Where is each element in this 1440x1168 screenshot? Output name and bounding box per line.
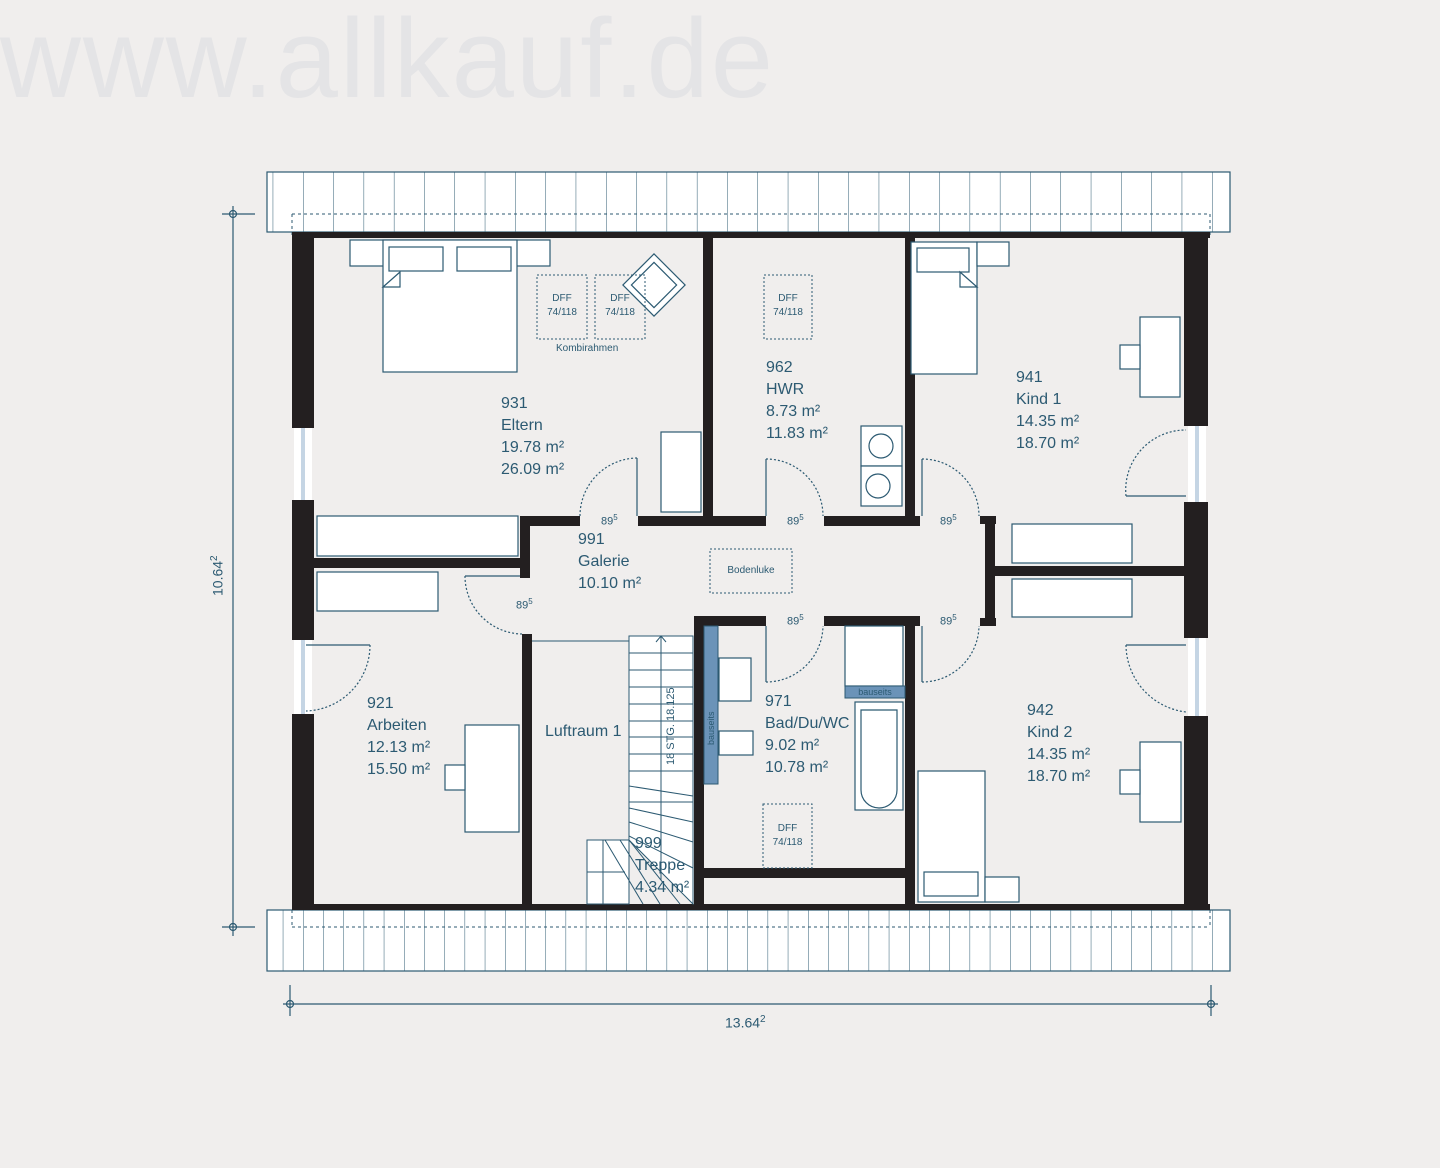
- bauseits-blocks: [703, 625, 906, 785]
- room-id: 991: [578, 531, 605, 548]
- room-arbeiten: 921 Arbeiten 12.13 m² 15.50 m²: [367, 693, 430, 781]
- room-area-net: 12.13 m²: [367, 739, 431, 756]
- room-id: 962: [766, 359, 793, 376]
- room-id: 971: [765, 693, 792, 710]
- skylight-label: DFF 74/118: [537, 292, 587, 320]
- roof-top: [266, 171, 1231, 236]
- room-area-gross: 10.78 m²: [765, 759, 829, 776]
- room-area-gross: 15.50 m²: [367, 761, 431, 778]
- skylight-size: 74/118: [773, 307, 803, 318]
- room-area-net: 9.02 m²: [765, 737, 820, 754]
- room-luftraum: Luftraum 1: [545, 721, 621, 743]
- bauseits-vertical-label: bauseits: [706, 711, 716, 745]
- room-name: Eltern: [501, 417, 543, 434]
- room-eltern: 931 Eltern 19.78 m² 26.09 m²: [501, 393, 564, 481]
- door-width-bad: 895: [787, 613, 804, 628]
- door-width-kind2: 895: [940, 613, 957, 628]
- dimension-lines: [222, 206, 1218, 1016]
- skylight-label: DFF 74/118: [763, 822, 812, 850]
- skylight-type: DFF: [778, 293, 798, 304]
- room-area-net: 19.78 m²: [501, 439, 565, 456]
- room-name: Arbeiten: [367, 717, 427, 734]
- room-name: Luftraum 1: [545, 723, 622, 740]
- room-bad: 971 Bad/Du/WC 9.02 m² 10.78 m²: [765, 691, 849, 779]
- kombirahmen-label: Kombirahmen: [556, 343, 619, 354]
- width-dimension: 13.642: [725, 1014, 766, 1031]
- skylight-type: DFF: [610, 293, 630, 304]
- room-id: 931: [501, 395, 528, 412]
- room-area-net: 10.10 m²: [578, 575, 642, 592]
- door-width-hwr: 895: [787, 513, 804, 528]
- room-id: 941: [1016, 369, 1043, 386]
- room-galerie: 991 Galerie 10.10 m²: [578, 529, 641, 595]
- watermark: www.allkauf.de: [0, 0, 776, 121]
- bodenluke-label: Bodenluke: [727, 565, 775, 576]
- room-id: 942: [1027, 702, 1054, 719]
- bauseits-label: bauseits: [858, 687, 892, 697]
- skylight-type: DFF: [777, 823, 798, 834]
- room-name: Bad/Du/WC: [765, 715, 850, 732]
- room-name: Kind 1: [1016, 391, 1062, 408]
- stairs-label: 18 STG. 18.125: [665, 687, 677, 765]
- door-width-eltern: 895: [601, 513, 618, 528]
- skylight-type: DFF: [552, 293, 572, 304]
- room-area-net: 4.34 m²: [635, 879, 690, 896]
- room-area-net: 14.35 m²: [1016, 413, 1080, 430]
- skylight-size: 74/118: [547, 307, 577, 318]
- room-kind-2: 942 Kind 2 14.35 m² 18.70 m²: [1027, 700, 1090, 788]
- room-area-gross: 18.70 m²: [1027, 768, 1091, 785]
- skylight-label: DFF 74/118: [595, 292, 645, 320]
- room-name: Treppe: [635, 857, 686, 874]
- staircase: [532, 635, 694, 906]
- room-name: Kind 2: [1027, 724, 1073, 741]
- door-width-kind1: 895: [940, 513, 957, 528]
- room-id: 999: [635, 835, 662, 852]
- windows: [294, 426, 1206, 716]
- door-width-arbeiten: 895: [516, 597, 533, 612]
- doors: [305, 429, 1187, 713]
- skylight-outlines: [536, 274, 813, 869]
- room-area-gross: 18.70 m²: [1016, 435, 1080, 452]
- skylight-size: 74/118: [772, 837, 803, 848]
- room-name: HWR: [766, 381, 805, 398]
- depth-dimension: 10.642: [209, 555, 226, 596]
- room-area-net: 14.35 m²: [1027, 746, 1091, 763]
- furniture: [316, 239, 1182, 903]
- skylight-label: DFF 74/118: [764, 292, 812, 320]
- room-id: 921: [367, 695, 394, 712]
- room-kind-1: 941 Kind 1 14.35 m² 18.70 m²: [1016, 367, 1079, 455]
- outer-walls: [292, 232, 1210, 910]
- room-area-net: 8.73 m²: [766, 403, 821, 420]
- room-area-gross: 26.09 m²: [501, 461, 565, 478]
- room-hwr: 962 HWR 8.73 m² 11.83 m²: [766, 357, 828, 445]
- roof-bottom: [266, 909, 1231, 972]
- skylight-size: 74/118: [605, 307, 635, 318]
- room-treppe: 999 Treppe 4.34 m²: [635, 833, 689, 899]
- interior-walls: [314, 232, 1185, 906]
- room-name: Galerie: [578, 553, 630, 570]
- room-area-gross: 11.83 m²: [766, 425, 828, 442]
